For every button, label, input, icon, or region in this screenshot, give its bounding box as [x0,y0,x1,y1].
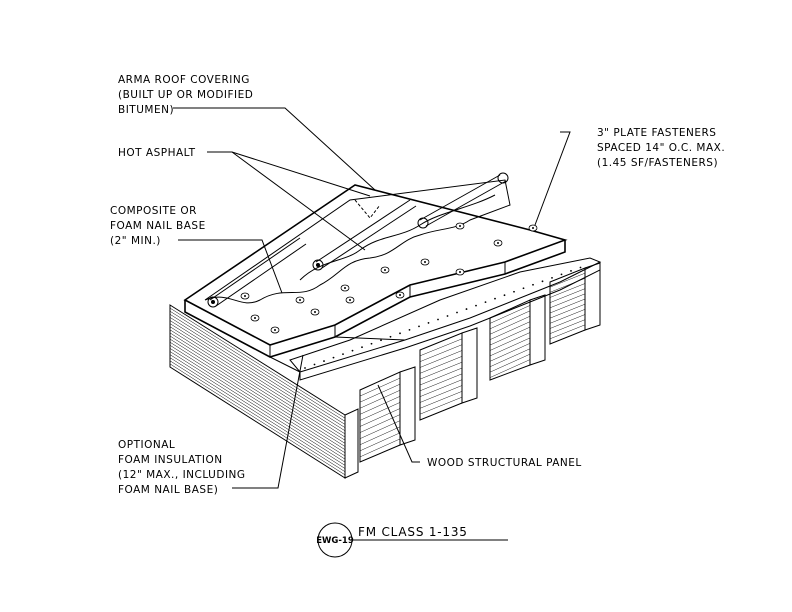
callout-insulation-line-1: OPTIONAL [118,439,175,451]
callout-roof-covering-line-1: ARMA ROOF COVERING [118,74,250,86]
plate-fastener-center [244,295,246,297]
callout-fasteners-line-2: SPACED 14" O.C. MAX. [597,142,725,154]
plate-fastener-center [344,287,346,289]
leader-lines [173,107,571,489]
joist-front-mid [359,366,416,463]
callout-fasteners-line-1: 3" PLATE FASTENERS [597,127,716,139]
plate-fastener-center [399,294,401,296]
callout-insulation-line-4: FOAM NAIL BASE) [118,484,218,496]
joist-mid [419,327,478,421]
title-block: EWG-19 FM CLASS 1-135 [316,522,508,558]
plate-fastener-center [532,227,534,229]
roof-covering [204,172,511,308]
drawing-title: FM CLASS 1-135 [358,525,468,539]
callout-insulation: OPTIONAL FOAM INSULATION (12" MAX., INCL… [118,439,246,496]
plate-fastener-center [384,269,386,271]
callout-nail-base: COMPOSITE OR FOAM NAIL BASE (2" MIN.) [110,205,206,247]
callout-wood-panel: WOOD STRUCTURAL PANEL [427,457,582,469]
callout-nail-base-line-2: FOAM NAIL BASE [110,220,206,232]
plate-fastener-center [349,299,351,301]
joist-mid-right [489,294,546,381]
callout-wood-panel-line-1: WOOD STRUCTURAL PANEL [427,457,582,469]
callout-nail-base-line-1: COMPOSITE OR [110,205,197,217]
callout-roof-covering: ARMA ROOF COVERING (BUILT UP OR MODIFIED… [118,74,253,116]
plate-fastener-center [314,311,316,313]
detail-tag: EWG-19 [316,536,354,546]
plate-fastener-center [459,271,461,273]
plate-fastener-center [274,329,276,331]
callout-hot-asphalt: HOT ASPHALT [118,147,196,159]
callout-nail-base-line-3: (2" MIN.) [110,235,161,247]
callout-hot-asphalt-line-1: HOT ASPHALT [118,147,196,159]
roll-right [417,172,509,229]
joist-back-right [359,262,601,458]
callout-roof-covering-line-3: BITUMEN) [118,104,174,116]
plate-fasteners [240,222,538,334]
joist-front [169,304,359,479]
callout-roof-covering-line-2: (BUILT UP OR MODIFIED [118,89,253,101]
callout-insulation-line-2: FOAM INSULATION [118,454,223,466]
callout-fasteners: 3" PLATE FASTENERS SPACED 14" O.C. MAX. … [597,127,725,169]
plate-fastener-center [254,317,256,319]
plate-fastener-center [424,261,426,263]
roll-middle [312,199,417,271]
plate-fastener-center [497,242,499,244]
callout-fasteners-line-3: (1.45 SF/FASTENERS) [597,157,718,169]
foam-nail-base [183,184,568,373]
wood-joists [169,262,601,479]
callout-insulation-line-3: (12" MAX., INCLUDING [118,469,246,481]
plate-fastener-center [299,299,301,301]
plate-fastener-center [459,225,461,227]
wood-structural-panel [289,257,602,381]
roll-left [207,237,307,308]
